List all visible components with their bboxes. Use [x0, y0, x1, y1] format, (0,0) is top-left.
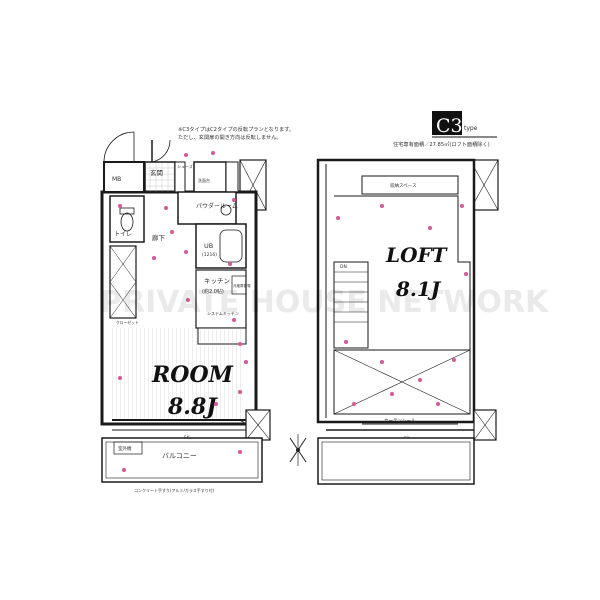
system-kitchen-label: システムキッチン — [207, 310, 239, 316]
compass-icon — [289, 434, 307, 466]
entrance-label: 玄関 — [150, 168, 163, 177]
room-label: ROOM — [151, 362, 234, 388]
type-badge: C3 type — [432, 111, 497, 138]
watermark: PRIVATE HOUSE NETWORK — [100, 285, 550, 320]
closet-label: クローゼット — [116, 320, 139, 325]
toilet-label: トイレ — [114, 231, 132, 238]
mb-label: MB — [112, 176, 121, 183]
loft-size-label: 8.1J — [395, 277, 442, 301]
aircon-label: 室外機 — [118, 445, 132, 452]
room-size-label: 8.8J — [167, 394, 218, 420]
shoe-label: シューズ — [177, 163, 193, 169]
right-floor-plan: 収納スペース DN LOFT 8.1J カーテンレール FK — [316, 158, 499, 485]
loft-label: LOFT — [385, 243, 449, 267]
fk-label-left: FK — [184, 435, 191, 441]
type-badge-letter: C3 — [436, 115, 463, 137]
railing-label: コンクリート手すり(アルミ/ガラス手すり付) — [134, 487, 215, 493]
storage-label: 収納スペース — [390, 182, 417, 189]
kitchen-size-label: (約2.0帖) — [202, 288, 224, 295]
ub-label: UB — [204, 242, 213, 250]
wash-label: 洗面台 — [198, 177, 210, 183]
fridge-label: 冷蔵庫置場 — [233, 283, 251, 288]
curtain-rail-label: カーテンレール — [384, 418, 416, 424]
kitchen-label: キッチン — [204, 277, 230, 285]
ub-size-label: (1216) — [202, 252, 217, 258]
balcony-label: バルコニー — [162, 452, 197, 460]
dn-label: DN — [340, 264, 347, 270]
type-badge-suffix: type — [464, 125, 478, 132]
note-line-1: ※C3タイプはC2タイプの反転プランとなります。 — [178, 125, 294, 133]
note-line-2: ただし、玄関扉の開き方向は反転しません。 — [178, 133, 282, 141]
area-text: 住宅専有面積／27.85㎡(ロフト面積除く) — [393, 140, 490, 148]
hall-label: 廊下 — [152, 233, 166, 242]
powder-room-label: パウダールーム — [196, 202, 238, 210]
left-floor-plan: MB 玄関 シューズ 洗面台 パウダールーム トイレ 廊下 UB (1216) — [100, 131, 271, 493]
